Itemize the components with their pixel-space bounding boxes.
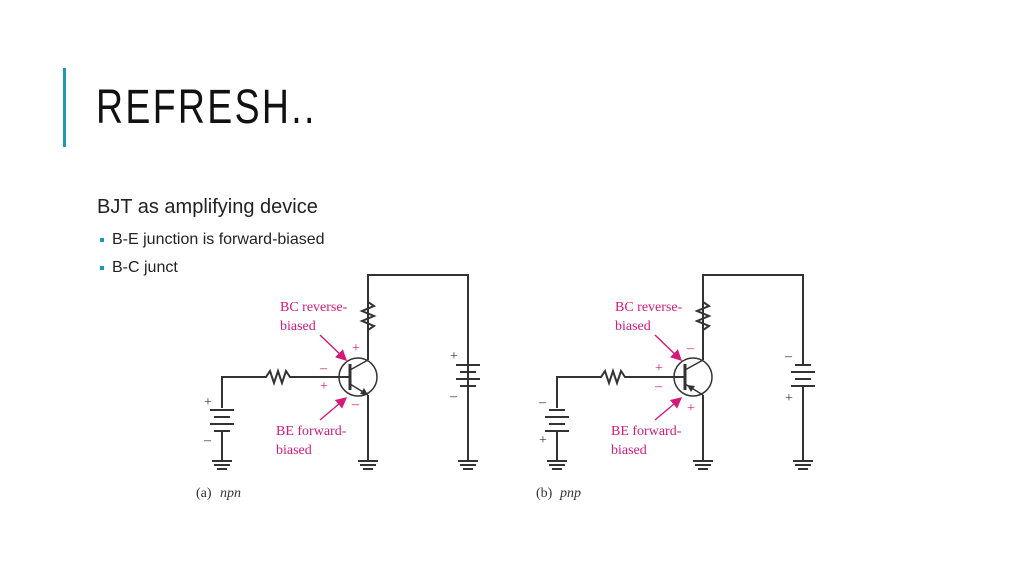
pnp-bc-sign-top: – bbox=[686, 341, 695, 356]
bullet-text: B-E junction is forward-biased bbox=[112, 231, 325, 248]
npn-collector-wire bbox=[367, 274, 469, 390]
npn-base-battery bbox=[210, 409, 234, 470]
npn-caption-prefix: (a) bbox=[196, 486, 212, 501]
npn-bc-label-line2: biased bbox=[280, 319, 316, 334]
pnp-base-battery-top-sign: – bbox=[538, 395, 547, 410]
npn-be-label-line1: BE forward- bbox=[276, 424, 347, 439]
pnp-base-resistor bbox=[597, 367, 629, 387]
pnp-be-sign-bottom: + bbox=[687, 401, 695, 416]
pnp-caption-type: pnp bbox=[559, 486, 581, 501]
npn-bc-sign-bottom: – bbox=[319, 361, 328, 376]
npn-bc-arrow bbox=[319, 334, 348, 361]
npn-bc-sign-top: + bbox=[352, 341, 360, 356]
pnp-collector-battery-top-sign: – bbox=[784, 349, 793, 364]
pnp-collector-battery bbox=[791, 364, 815, 470]
npn-collector-lead bbox=[349, 359, 369, 371]
pnp-caption-prefix: (b) bbox=[536, 486, 553, 501]
bullet-text: B-C junct bbox=[112, 259, 178, 276]
title-accent-bar bbox=[63, 68, 66, 147]
npn-collector-battery-top-sign: + bbox=[450, 349, 458, 364]
npn-base-resistor bbox=[262, 367, 294, 387]
pnp-base-battery-bottom-sign: + bbox=[539, 433, 547, 448]
pnp-emitter-ground bbox=[693, 460, 713, 470]
pnp-emitter-arrow bbox=[687, 385, 695, 392]
pnp-bc-arrow bbox=[654, 334, 683, 361]
npn-collector-battery-bottom-sign: – bbox=[449, 389, 458, 404]
bullet-list: B-E junction is forward-biased B-C junct bbox=[100, 226, 325, 282]
pnp-circuit: – + – + BC reverse- biased – + – + BE fo… bbox=[536, 274, 815, 501]
bullet-item: B-C junct bbox=[100, 254, 325, 282]
pnp-base-battery bbox=[545, 409, 569, 470]
npn-circuit: + – + – BC reverse- biased + – + – BE fo… bbox=[196, 274, 480, 501]
npn-emitter-arrow bbox=[360, 388, 368, 395]
bjt-bias-figure: + – + – BC reverse- biased + – + – BE fo… bbox=[180, 260, 860, 510]
npn-caption-type: npn bbox=[220, 486, 241, 501]
pnp-be-label-line1: BE forward- bbox=[611, 424, 682, 439]
bullet-square-icon bbox=[100, 238, 104, 242]
pnp-collector-lead bbox=[684, 359, 704, 371]
pnp-base-wire-left bbox=[556, 376, 597, 408]
bullet-item: B-E junction is forward-biased bbox=[100, 226, 325, 254]
npn-emitter-ground bbox=[358, 460, 378, 470]
npn-collector-battery bbox=[456, 364, 480, 470]
pnp-collector-battery-bottom-sign: + bbox=[785, 391, 793, 406]
npn-bc-label-line1: BC reverse- bbox=[280, 300, 348, 315]
pnp-be-label-line2: biased bbox=[611, 443, 647, 458]
pnp-bc-sign-bottom: + bbox=[655, 361, 663, 376]
pnp-be-arrow bbox=[654, 397, 683, 421]
npn-base-battery-bottom-sign: – bbox=[203, 433, 212, 448]
pnp-be-sign-top: – bbox=[654, 379, 663, 394]
pnp-collector-resistor bbox=[694, 298, 712, 360]
npn-be-sign-top: + bbox=[320, 379, 328, 394]
pnp-bc-label-line1: BC reverse- bbox=[615, 300, 683, 315]
slide-subtitle: BJT as amplifying device bbox=[97, 196, 318, 218]
npn-base-battery-top-sign: + bbox=[204, 395, 212, 410]
pnp-bc-label-line2: biased bbox=[615, 319, 651, 334]
npn-be-label-line2: biased bbox=[276, 443, 312, 458]
npn-collector-resistor bbox=[359, 298, 377, 360]
npn-be-arrow bbox=[319, 397, 348, 421]
slide-title: REFRESH.. bbox=[96, 81, 317, 134]
bullet-square-icon bbox=[100, 266, 104, 270]
npn-be-sign-bottom: – bbox=[351, 397, 360, 412]
npn-base-wire-left bbox=[221, 376, 262, 408]
bjt-circuit-diagram: + – + – BC reverse- biased + – + – BE fo… bbox=[196, 274, 815, 501]
